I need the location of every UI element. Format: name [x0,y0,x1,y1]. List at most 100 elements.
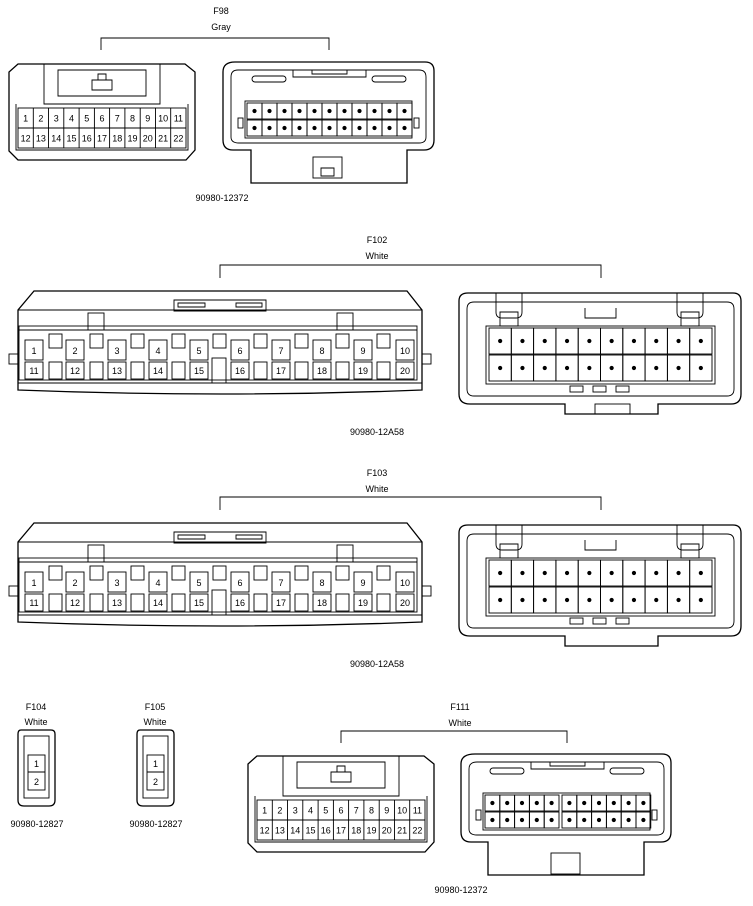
terminal-dot [641,800,646,806]
terminal-dot [402,125,407,131]
svg-text:3: 3 [114,346,119,356]
terminal-dot [609,365,614,371]
f102-bracket [219,264,602,278]
terminal-dot [498,570,503,576]
terminal-dot [582,800,587,806]
f102-upper-tabs [18,312,418,381]
svg-text:14: 14 [153,598,163,608]
cavity-cell [396,119,413,137]
f104-pin: 2 [34,777,39,787]
svg-text:3: 3 [293,806,298,816]
terminal-dot [549,817,554,823]
svg-text:13: 13 [112,366,122,376]
svg-text:18: 18 [351,826,361,836]
svg-text:8: 8 [319,346,324,356]
f103-rear-cavity-grid [488,559,713,614]
connector-f102: F102 White [8,235,742,437]
f105-pin: 2 [153,777,158,787]
cavity-cell [689,354,713,382]
terminal-dot [582,817,587,823]
f111-rear-view [460,753,672,876]
f103-rear-view [458,524,742,647]
terminal-dot [567,817,572,823]
svg-text:17: 17 [336,826,346,836]
f98-rear-view [222,61,435,184]
terminal-dot [611,817,616,823]
f111-rear-cavity-grid [484,794,652,829]
svg-text:15: 15 [194,598,204,608]
svg-text:11: 11 [413,806,422,816]
svg-text:7: 7 [354,806,359,816]
terminal-dot [327,125,332,131]
svg-text:15: 15 [305,826,315,836]
terminal-dot [387,108,392,114]
terminal-dot [567,800,572,806]
connector-f105: F105 White 1 2 90980-12827 [129,702,182,829]
f98-pin: 9 [145,114,150,124]
terminal-dot [564,365,570,371]
f98-pin: 15 [66,134,76,144]
terminal-dot [698,365,703,371]
f98-pin: 13 [36,134,46,144]
terminal-dot [587,338,592,344]
f98-pin: 8 [130,114,135,124]
terminal-dot [267,108,272,114]
terminal-dot [402,108,407,114]
terminal-dot [282,125,287,131]
terminal-dot [626,800,631,806]
f102-id: F102 [367,235,388,245]
connector-f103: F103 White [8,468,742,669]
f98-pin: 6 [99,114,104,124]
svg-text:4: 4 [155,578,160,588]
terminal-dot [676,597,681,603]
svg-text:13: 13 [112,598,122,608]
f98-pin: 14 [51,134,61,144]
f102-pin-labels: 1 2 3 4 5 6 7 8 9 10 11 12 13 14 15 16 1… [29,346,410,376]
cavity-cell [689,559,713,587]
svg-text:16: 16 [235,366,245,376]
svg-text:12: 12 [260,826,270,836]
terminal-dot [372,125,377,131]
f105-id: F105 [145,702,166,712]
terminal-dot [641,817,646,823]
cavity-cell [689,586,713,614]
svg-text:19: 19 [366,826,376,836]
terminal-dot [542,338,547,344]
terminal-dot [534,800,539,806]
terminal-dot [542,597,547,603]
svg-text:1: 1 [262,806,267,816]
svg-text:1: 1 [31,346,36,356]
svg-text:15: 15 [194,366,204,376]
terminal-dot [387,125,392,131]
svg-text:9: 9 [384,806,389,816]
cavity-cell [635,811,652,829]
terminal-dot [519,800,525,806]
svg-text:4: 4 [155,346,160,356]
svg-text:21: 21 [397,826,407,836]
terminal-dot [342,125,347,131]
f105-part-number: 90980-12827 [129,819,182,829]
terminal-dot [609,338,614,344]
terminal-dot [519,817,525,823]
svg-text:4: 4 [308,806,313,816]
terminal-dot [698,597,703,603]
svg-text:20: 20 [400,598,410,608]
svg-text:17: 17 [276,598,286,608]
terminal-dot [609,570,614,576]
terminal-dot [626,817,631,823]
f103-terminal-boxes [24,565,415,616]
f98-pin: 7 [115,114,120,124]
connector-f104: F104 White 1 2 90980-12827 [10,702,63,829]
svg-text:6: 6 [237,346,242,356]
terminal-dot [654,338,659,344]
svg-text:6: 6 [338,806,343,816]
svg-text:12: 12 [70,598,80,608]
svg-text:20: 20 [382,826,392,836]
f103-pin-labels: 1 2 3 4 5 6 7 8 9 10 11 12 13 14 15 16 1… [29,578,410,608]
svg-text:5: 5 [196,346,201,356]
terminal-dot [490,800,495,806]
terminal-dot [587,597,592,603]
svg-text:13: 13 [275,826,285,836]
cavity-cell [396,102,413,120]
f111-front-view: 1 2 3 4 5 6 7 8 9 10 11 12 13 14 15 16 1… [247,755,435,853]
